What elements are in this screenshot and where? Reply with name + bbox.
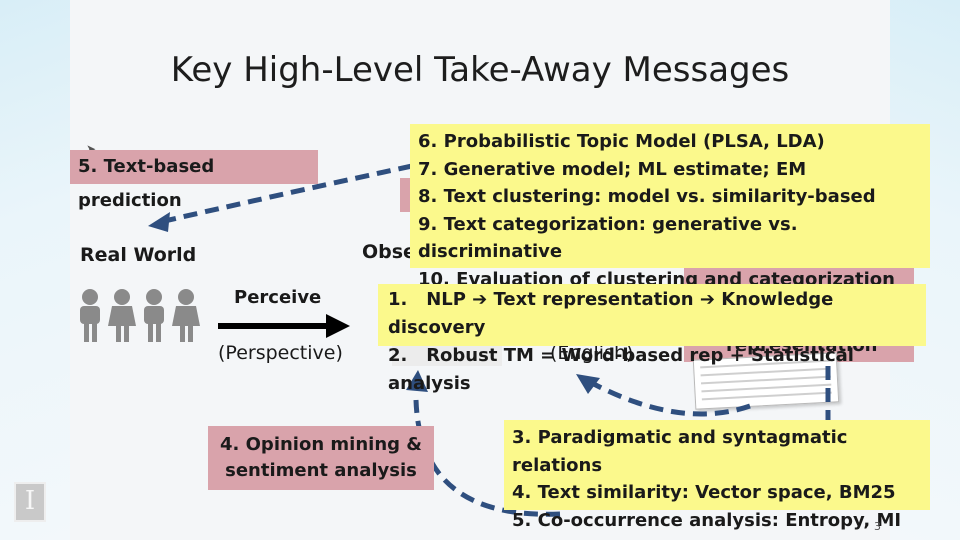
observed-world-image xyxy=(392,344,502,366)
nlp-text: NLP ➔ Text representation ➔ Knowledge di… xyxy=(388,289,834,338)
topic-item: 8. Text clustering: model vs. similarity… xyxy=(418,186,876,207)
nlp-text: Robust TM = Word-based rep + Statistical… xyxy=(388,345,854,394)
page-number: 3 xyxy=(874,520,881,533)
real-world-label: Real World xyxy=(80,244,197,266)
nlp-number: 1. xyxy=(388,289,408,310)
university-logo: I xyxy=(14,482,46,522)
opinion-mining-box: 4. Opinion mining & sentiment analysis xyxy=(208,426,434,490)
decorative-left-panel xyxy=(0,0,70,540)
nlp-item: 2. Robust TM = Word-based rep + Statisti… xyxy=(388,342,916,398)
paradigmatic-box: 3. Paradigmatic and syntagmatic relation… xyxy=(504,420,930,531)
topic-item: 7. Generative model; ML estimate; EM xyxy=(418,158,807,180)
prediction-arrowhead xyxy=(148,212,170,232)
paradigm-item: 4. Text similarity: Vector space, BM25 xyxy=(512,482,896,503)
nlp-number: 2. xyxy=(388,345,408,366)
nlp-box: 1. NLP ➔ Text representation ➔ Knowledge… xyxy=(378,284,926,394)
opinion-curve-arrowhead xyxy=(406,370,428,392)
text-prediction-box: 5. Text-based prediction xyxy=(70,150,318,211)
people-icon xyxy=(80,289,200,342)
opinion-line-1: 4. Opinion mining & xyxy=(220,434,422,455)
opinion-line-2: sentiment analysis xyxy=(225,460,417,481)
slide-title: Key High-Level Take-Away Messages xyxy=(170,50,790,90)
perceive-label: Perceive xyxy=(234,287,322,308)
english-label: (English) xyxy=(550,342,634,364)
prediction-arrow xyxy=(159,163,413,225)
topic-item: 6. Probabilistic Topic Model (PLSA, LDA) xyxy=(418,131,825,152)
observed-world-label: Obse xyxy=(362,241,416,263)
mouse-cursor-icon: ➤ xyxy=(86,142,97,156)
to-english-arrowhead xyxy=(576,374,600,394)
topic-item: 9. Text categorization: generative vs. d… xyxy=(418,213,798,263)
perspective-label: (Perspective) xyxy=(218,342,343,364)
topic-model-box: 6. Probabilistic Topic Model (PLSA, LDA)… xyxy=(410,124,930,290)
paradigm-item: 5. Co-occurrence analysis: Entropy, MI xyxy=(512,509,902,531)
nlp-item: 1. NLP ➔ Text representation ➔ Knowledge… xyxy=(388,286,916,342)
to-english-arrow xyxy=(588,379,751,417)
paradigm-item: 3. Paradigmatic and syntagmatic relation… xyxy=(512,427,848,476)
perceive-arrowhead xyxy=(326,314,350,338)
